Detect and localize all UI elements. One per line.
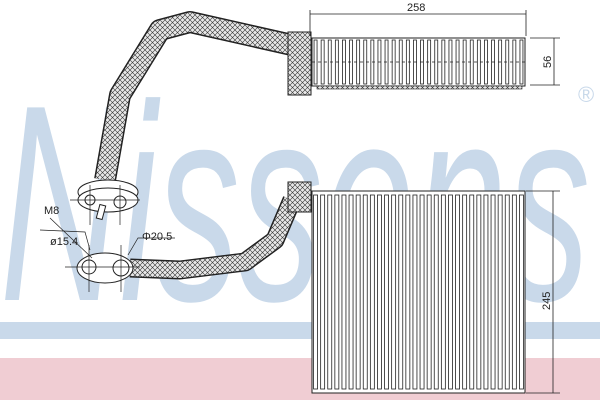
fin	[420, 39, 424, 85]
fin	[462, 39, 467, 85]
fin	[384, 194, 389, 390]
fin	[498, 39, 503, 85]
fin	[497, 194, 503, 390]
fin	[455, 194, 460, 390]
lower-flange	[39, 217, 175, 292]
depth-dimension: 56	[542, 56, 554, 68]
fin	[362, 194, 368, 390]
fin	[334, 194, 340, 390]
fin	[433, 194, 439, 390]
fin	[327, 194, 333, 390]
fin	[398, 194, 404, 390]
fin	[440, 194, 446, 390]
port-small-diameter-label: ø15.4	[50, 236, 78, 248]
fin	[398, 39, 403, 85]
fin	[469, 39, 474, 85]
upper-flange	[70, 179, 140, 225]
fin	[511, 194, 517, 390]
fin	[356, 39, 361, 85]
fin	[342, 39, 346, 85]
fin	[505, 39, 510, 85]
fin	[462, 194, 468, 390]
registered-mark: ®	[578, 82, 594, 107]
fin	[455, 39, 460, 85]
fin	[320, 194, 326, 390]
fin	[476, 194, 482, 390]
fin	[369, 194, 375, 390]
fin	[405, 39, 410, 85]
fin	[490, 194, 496, 390]
fin	[377, 194, 382, 390]
fin	[370, 39, 375, 85]
fin	[504, 194, 510, 390]
fin	[341, 194, 347, 390]
fin	[334, 39, 339, 85]
fin	[483, 194, 489, 390]
fin	[384, 39, 389, 85]
lower-pipe	[129, 196, 301, 280]
fin	[313, 39, 318, 85]
fin	[427, 39, 432, 85]
front-view-core	[311, 190, 526, 394]
fin	[419, 194, 425, 390]
fin	[412, 194, 418, 390]
top-view-connector-block	[287, 31, 312, 96]
fin	[313, 194, 318, 390]
upper-pipe	[94, 11, 295, 182]
fin	[391, 194, 397, 390]
core-outline	[311, 190, 526, 394]
fin	[426, 194, 432, 390]
thread-label: M8	[44, 205, 59, 217]
fin	[413, 39, 417, 85]
fin	[469, 194, 475, 390]
fin	[320, 39, 325, 85]
fin	[512, 39, 517, 85]
dimension-lines	[309, 10, 560, 394]
fin	[434, 39, 439, 85]
fin	[519, 194, 524, 390]
fin	[448, 194, 453, 390]
fin	[448, 39, 453, 85]
fin	[405, 194, 411, 390]
fin	[441, 39, 446, 85]
fin	[491, 39, 495, 85]
fin	[355, 194, 361, 390]
front-view-connector-block	[287, 181, 312, 213]
fin	[519, 39, 524, 85]
fin	[349, 39, 353, 85]
width-dimension: 258	[407, 2, 425, 14]
port-large-diameter-label: Φ20.5	[142, 231, 172, 243]
fin	[363, 39, 368, 85]
fin	[391, 39, 396, 85]
fin	[476, 39, 481, 85]
fin	[348, 194, 354, 390]
height-dimension: 245	[541, 292, 553, 310]
core-base-plate	[316, 85, 523, 90]
fin	[377, 39, 382, 85]
core-outline	[311, 37, 526, 87]
fin	[484, 39, 488, 85]
fin	[327, 39, 332, 85]
top-view-core	[311, 37, 526, 90]
